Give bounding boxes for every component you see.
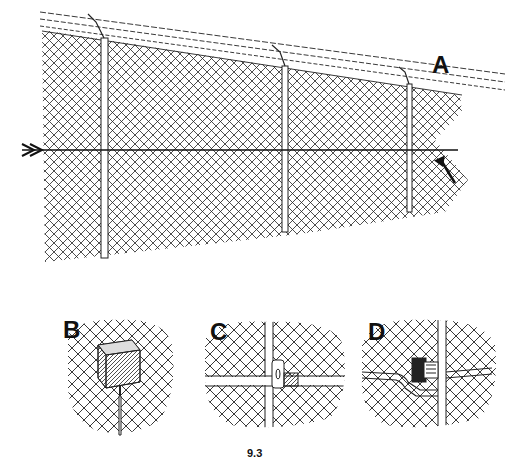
part-letter: D [368, 320, 385, 344]
part-letter: C [210, 320, 227, 344]
part-letter: B [63, 318, 80, 342]
part-letter: A [432, 53, 449, 77]
figure-number: 9.3 [247, 448, 262, 459]
